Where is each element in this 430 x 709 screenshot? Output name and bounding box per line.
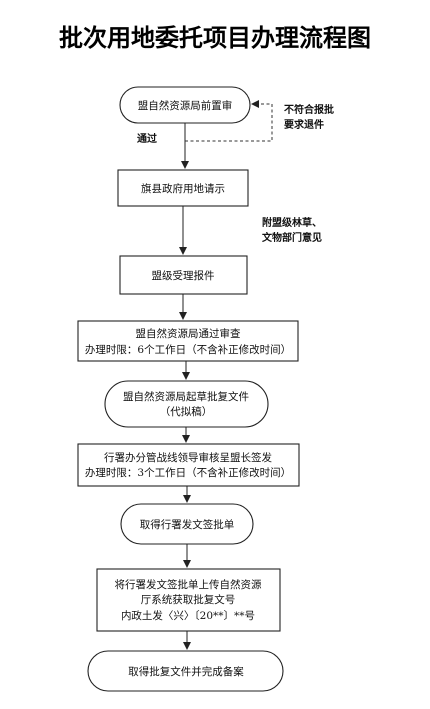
step-county-request: 旗县政府用地请示	[117, 169, 249, 207]
note-pass: 通过	[137, 132, 157, 145]
note-attach-line1: 附盟级林草、	[262, 216, 322, 229]
step-leader-signoff: 行署办分管战线领导审核呈盟长签发 办理时限：3个工作日（不含补正修改时间）	[77, 443, 300, 487]
edge-return-loop	[185, 100, 273, 142]
step-get-approval-slip-label: 取得行署发文签批单	[140, 518, 235, 531]
step-complete-filing: 取得批复文件并完成备案	[87, 650, 284, 692]
step-pre-review: 盟自然资源局前置审	[119, 86, 251, 124]
page-title: 批次用地委托项目办理流程图	[59, 24, 371, 52]
step-upload-system-line1: 将行署发文签批单上传自然资源	[115, 578, 262, 591]
step-pre-review-label: 盟自然资源局前置审	[138, 99, 233, 112]
step-complete-filing-label: 取得批复文件并完成备案	[128, 665, 244, 678]
step-review-passed-line1: 盟自然资源局通过审查	[136, 327, 241, 340]
step-get-approval-slip: 取得行署发文签批单	[120, 503, 254, 545]
step-upload-system-line2: 厅系统获取批复文号	[141, 593, 236, 606]
step-leader-signoff-line2: 办理时限：3个工作日（不含补正修改时间）	[85, 466, 291, 479]
step-league-acceptance: 盟级受理报件	[119, 255, 248, 295]
step-upload-system: 将行署发文签批单上传自然资源 厅系统获取批复文号 内政土发〈兴〉〔20**〕**…	[96, 568, 281, 632]
note-attach-line2: 文物部门意见	[262, 231, 322, 244]
step-draft-reply-line1: 盟自然资源局起草批复文件	[123, 390, 249, 403]
step-draft-reply-line2: （代拟稿）	[160, 405, 213, 418]
step-review-passed-line2: 办理时限：6个工作日（不含补正修改时间）	[85, 343, 291, 356]
step-draft-reply: 盟自然资源局起草批复文件 （代拟稿）	[104, 380, 269, 428]
step-league-acceptance-label: 盟级受理报件	[152, 269, 215, 282]
step-leader-signoff-line1: 行署办分管战线领导审核呈盟长签发	[104, 451, 272, 464]
step-review-passed: 盟自然资源局通过审查 办理时限：6个工作日（不含补正修改时间）	[77, 320, 299, 362]
note-reject-line1: 不符合报批	[284, 103, 334, 116]
step-county-request-label: 旗县政府用地请示	[141, 182, 225, 195]
step-upload-system-line3: 内政土发〈兴〉〔20**〕**号	[121, 609, 255, 622]
note-reject-line2: 要求退件	[284, 118, 324, 131]
